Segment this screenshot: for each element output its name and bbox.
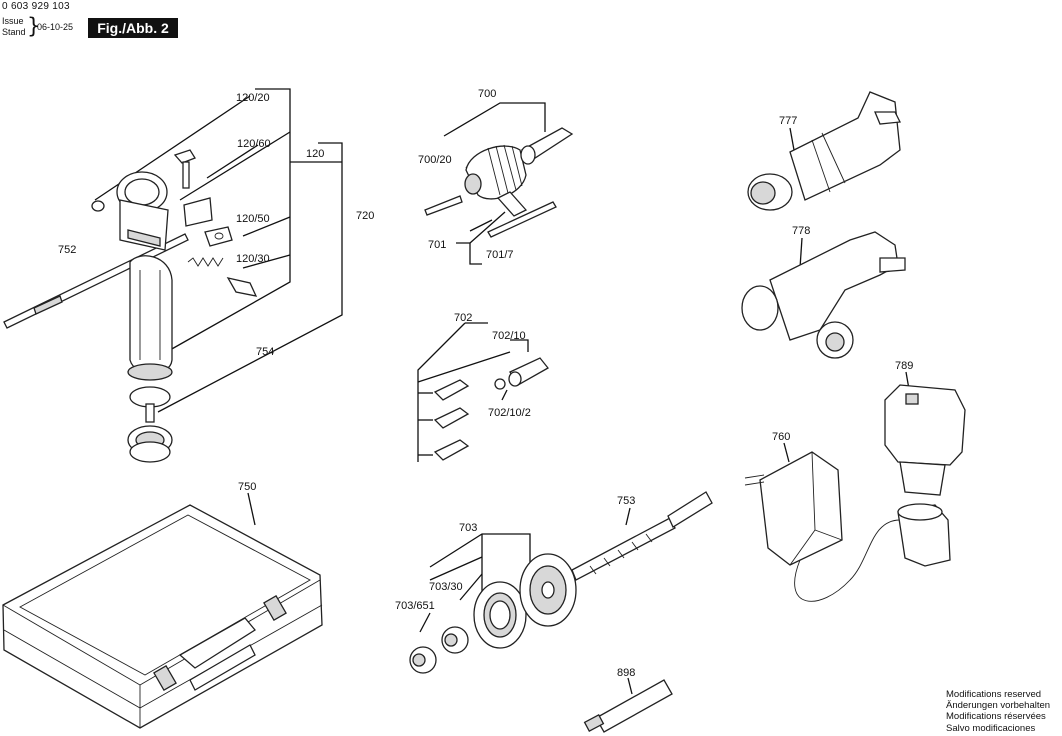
screwdriver-bits-drawing [417,322,549,462]
chuck-drawing [424,102,574,265]
callout-789: 789 [895,360,913,372]
footer-line-2: Änderungen vorbehalten [946,700,1051,712]
callout-120-50: 120/50 [236,213,270,225]
callout-702-10-2: 702/10/2 [488,407,531,419]
callout-703-30: 703/30 [429,581,463,593]
callout-702-10: 702/10 [492,330,526,342]
charger-battery-drawing [744,371,966,602]
issue-stand-labels: Issue Stand [2,16,26,38]
callout-701-7: 701/7 [486,249,514,261]
callout-120-60: 120/60 [237,138,271,150]
callout-778: 778 [792,225,810,237]
callout-labels: 120/20 120/60 120 120/50 120/30 720 752 … [58,88,913,679]
issue-date: 06-10-25 [37,22,74,32]
footer-line-1: Modifications reserved [946,689,1042,700]
stand-label: Stand [2,27,26,37]
callout-753: 753 [617,495,635,507]
callout-703-651: 703/651 [395,600,435,612]
callout-777: 777 [779,115,797,127]
angle-attachments-drawing [741,91,906,359]
callout-120-30: 120/30 [236,253,270,265]
callout-702: 702 [454,312,472,324]
carrying-case-drawing [2,492,323,729]
callout-754: 754 [256,346,274,358]
handle-assembly-drawing [3,88,343,463]
modifications-notice: Modifications reserved Änderungen vorbeh… [946,689,1050,734]
callout-700-20: 700/20 [418,154,452,166]
callout-701: 701 [428,239,446,251]
footer-line-4: Salvo modificaciones [946,722,1036,734]
callout-700: 700 [478,88,496,100]
footer-line-3: Modifications réservées [946,711,1046,723]
callout-760: 760 [772,431,790,443]
flange-and-bit-drawing [409,491,713,733]
figure-label: Fig./Abb. 2 [88,18,178,38]
callout-120-20: 120/20 [236,92,270,104]
brace-glyph: } [27,14,41,38]
callout-898: 898 [617,667,635,679]
callout-120: 120 [306,148,324,160]
callout-750: 750 [238,481,256,493]
issue-label: Issue [2,16,24,26]
callout-720: 720 [356,210,374,222]
callout-752: 752 [58,244,76,256]
part-number: 0 603 929 103 [2,1,70,12]
callout-703: 703 [459,522,477,534]
